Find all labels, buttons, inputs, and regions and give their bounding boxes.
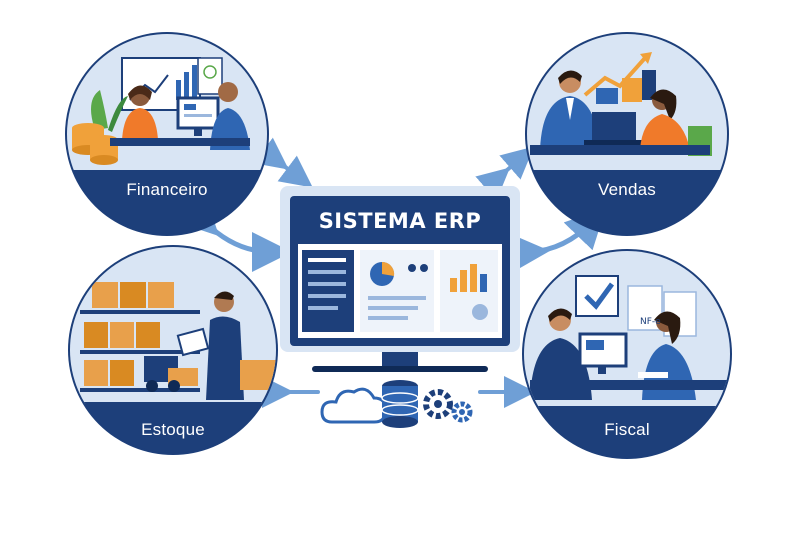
arrow-financeiro-curve [176,193,292,272]
nfe-document-label: NF-e [640,317,661,327]
database-icon [381,380,419,428]
warehouse-shelves [80,282,200,392]
forklift-icon [144,356,198,392]
financeiro-bubble [65,32,269,236]
erp-bar-panel [440,250,498,332]
estoque-bubble [68,245,278,455]
clipboard-icon [176,327,210,357]
estoque-label: Estoque [141,420,205,439]
finance-monitor [176,96,220,130]
financeiro-label: Financeiro [126,180,208,199]
fiscal-bubble [522,249,732,459]
arrow-vendas-curve [508,207,606,274]
shopping-bag-icon [596,88,618,104]
approved-document-icon [575,275,619,317]
erp-monitor [280,186,520,372]
erp-menu-panel [302,250,354,332]
laptop-icon [592,112,636,140]
arrow-vendas-to-erp [475,146,535,201]
infrastructure-icons [320,380,473,428]
gears-icon [423,389,473,423]
cloud-icon [320,387,388,424]
growth-arrow-icon [583,56,647,97]
vendas-bubble [525,32,729,236]
erp-title: SISTEMA ERP [318,209,482,233]
arrow-financeiro-to-erp [253,137,313,188]
vendas-label: Vendas [598,180,656,199]
fiscal-label: Fiscal [604,420,650,439]
